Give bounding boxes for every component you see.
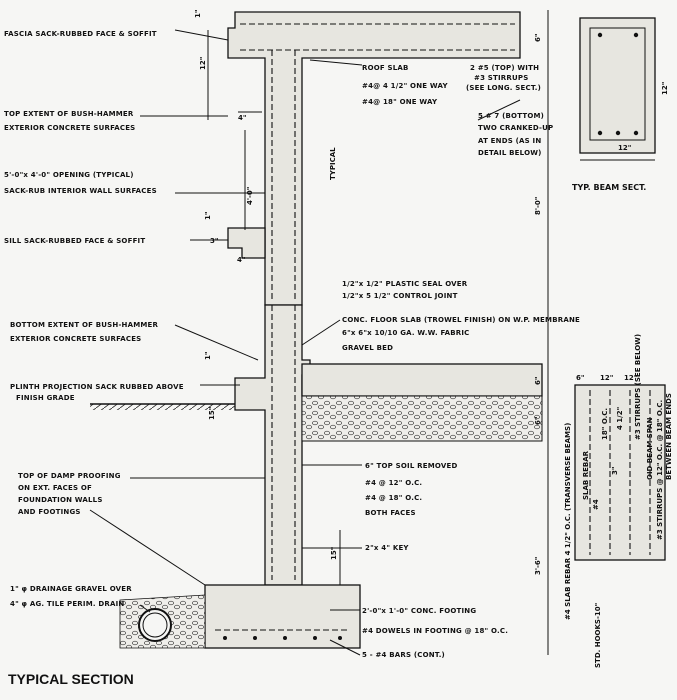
label-footing: 2'-0"x 1'-0" CONC. FOOTING [362, 607, 476, 615]
label-opening: 5'-0"x 4'-0" OPENING (TYPICAL) [4, 171, 134, 179]
label-roof-slab-bars: #4@ 4 1/2" ONE WAY [362, 82, 448, 90]
dim-8ft: 8'-0" [534, 197, 542, 215]
label-sill: SILL SACK-RUBBED FACE & SOFFIT [4, 237, 145, 245]
dim-6b: 6" [534, 376, 542, 385]
dim-15b: 15" [330, 547, 338, 560]
dim-1c: 1" [204, 351, 212, 360]
beam-detail-v5: 3" [611, 466, 619, 475]
dim-12d: 12" [600, 374, 613, 382]
label-top-bars: 2 #5 (TOP) WITH [470, 64, 539, 72]
floor-slab [301, 363, 543, 442]
label-fascia: FASCIA SACK-RUBBED FACE & SOFFIT [4, 30, 157, 38]
dim-4a: 4" [238, 114, 247, 122]
label-detail-below: DETAIL BELOW) [478, 149, 542, 157]
stirrup-detail [574, 384, 666, 561]
leader-lines [89, 29, 521, 656]
beam-detail-hooks: STD. HOOKS-10" [594, 603, 602, 668]
beam-detail-v7: #3 STIRRUPS (SEE BELOW) [634, 334, 642, 440]
label-perim-drain: 4" φ AG. TILE PERIM. DRAIN [10, 600, 124, 608]
dimension-lines [207, 10, 549, 655]
dim-beam-12: 12" [618, 144, 631, 152]
label-control-joint: 1/2"x 5 1/2" CONTROL JOINT [342, 292, 458, 300]
dim-12a: 12" [199, 57, 207, 70]
label-drainage-gravel: 1" φ DRAINAGE GRAVEL OVER [10, 585, 132, 593]
label-cranked: TWO CRANKED-UP [478, 124, 553, 132]
label-topsoil: 6" TOP SOIL REMOVED [365, 462, 457, 470]
beam-detail-v8: OID BEAM SPAN [646, 417, 654, 480]
label-top-bush-hammer: TOP EXTENT OF BUSH-HAMMER [4, 110, 134, 118]
label-roof-slab-bars-2: #4@ 18" ONE WAY [362, 98, 438, 106]
foundation-wall [234, 304, 311, 586]
label-wall-bars-2: #4 @ 18" O.C. [365, 494, 422, 502]
label-finish-grade: FINISH GRADE [16, 394, 75, 402]
label-dowels: #4 DOWELS IN FOOTING @ 18" O.C. [362, 627, 508, 635]
label-plinth: PLINTH PROJECTION SACK RUBBED ABOVE [10, 383, 184, 391]
beam-detail-v1: #4 SLAB REBAR 4 1/2" O.C. (TRANSVERSE BE… [564, 423, 572, 620]
dim-12c: 12" [624, 374, 637, 382]
beam-section-detail [579, 17, 656, 161]
label-stirrups: #3 STIRRUPS [474, 74, 528, 82]
beam-section-title: TYP. BEAM SECT. [572, 183, 646, 192]
beam-detail-v9: #3 STIRRUPS @ 12" O.C. @ 18" O.C. [656, 400, 664, 540]
label-wall-bars: #4 @ 12" O.C. [365, 479, 422, 487]
beam-detail-v10: BETWEEN BEAM ENDS [665, 393, 673, 480]
dim-4b: 4" [237, 256, 246, 264]
label-roof-slab: ROOF SLAB [362, 64, 409, 72]
dim-6c: 6" [534, 416, 542, 425]
label-wwf: 6"x 6"x 10/10 GA. W.W. FABRIC [342, 329, 470, 337]
roof-slab [227, 11, 521, 306]
dim-6a: 6" [534, 33, 542, 42]
dim-3ft6: 3'-6" [534, 557, 542, 575]
dim-1b: 1" [204, 211, 212, 220]
label-key: 2"x 4" KEY [365, 544, 409, 552]
dim-4ft: 4'-0" [246, 187, 254, 205]
dim-6d: 6" [576, 374, 585, 382]
label-damp-proofing-4: AND FOOTINGS [18, 508, 81, 516]
label-gravel-bed: GRAVEL BED [342, 344, 393, 352]
footing [204, 584, 361, 649]
sill [227, 227, 266, 259]
beam-detail-v3: #4 [592, 499, 600, 510]
dim-3: 3" [210, 237, 219, 245]
finish-grade [90, 403, 235, 410]
label-bottom-bush-hammer-2: EXTERIOR CONCRETE SURFACES [10, 335, 141, 343]
perimeter-drain [119, 594, 206, 649]
label-damp-proofing: TOP OF DAMP PROOFING [18, 472, 121, 480]
dim-15: 15" [208, 407, 216, 420]
beam-detail-v4: 18" O.C. [601, 408, 609, 440]
label-sack-rub: SACK-RUB INTERIOR WALL SURFACES [4, 187, 157, 195]
label-bottom-bush-hammer: BOTTOM EXTENT OF BUSH-HAMMER [10, 321, 159, 329]
dim-typical: TYPICAL [329, 147, 337, 180]
dim-1a: 1" [194, 9, 202, 18]
label-both-faces: BOTH FACES [365, 509, 416, 517]
label-long-sect: (SEE LONG. SECT.) [466, 84, 541, 92]
label-damp-proofing-2: ON EXT. FACES OF [18, 484, 92, 492]
label-seal: 1/2"x 1/2" PLASTIC SEAL OVER [342, 280, 468, 288]
beam-detail-v6: 4 1/2" [616, 407, 624, 430]
dim-12b: 12" [661, 82, 669, 95]
drawing-title: TYPICAL SECTION [8, 671, 134, 687]
label-bottom-bars: 5 # 7 (BOTTOM) [478, 112, 544, 120]
label-top-bush-hammer-2: EXTERIOR CONCRETE SURFACES [4, 124, 135, 132]
label-damp-proofing-3: FOUNDATION WALLS [18, 496, 103, 504]
label-floor-slab: CONC. FLOOR SLAB (TROWEL FINISH) ON W.P.… [342, 316, 580, 324]
label-ends: AT ENDS (AS IN [478, 137, 541, 145]
beam-detail-v2: SLAB REBAR [582, 450, 590, 500]
label-cont-bars: 5 - #4 BARS (CONT.) [362, 651, 445, 659]
